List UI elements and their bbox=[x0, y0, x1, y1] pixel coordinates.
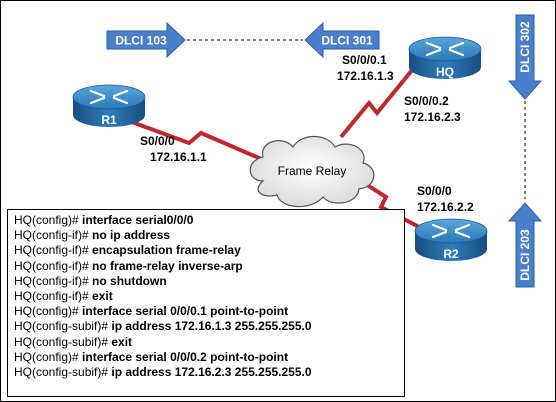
hq-subif2-label: S0/0/0.2 bbox=[404, 94, 449, 108]
config-line: HQ(config-subif)# exit bbox=[14, 335, 404, 350]
config-prompt: HQ(config)# bbox=[14, 304, 83, 319]
config-command: interface serial0/0/0 bbox=[82, 213, 194, 227]
config-line: HQ(config)# interface serial 0/0/0.1 poi… bbox=[14, 304, 404, 319]
frame-relay-cloud: Frame Relay bbox=[249, 135, 375, 208]
dlci-103-label: DLCI 103 bbox=[115, 34, 167, 48]
config-command: encapsulation frame-relay bbox=[92, 243, 241, 258]
config-prompt: HQ(config)# bbox=[14, 349, 83, 364]
config-command: interface serial 0/0/0.1 point-to-point bbox=[82, 304, 289, 319]
config-line: HQ(config-if)# encapsulation frame-relay bbox=[14, 243, 404, 258]
dlci-203-label: DLCI 203 bbox=[518, 229, 532, 281]
config-prompt: HQ(config-subif)# bbox=[14, 319, 112, 334]
config-line: HQ(config-if)# no shutdown bbox=[14, 274, 404, 289]
hq-subif1-ip-label: 172.16.1.3 bbox=[337, 69, 394, 83]
config-command: no ip address bbox=[92, 228, 171, 243]
config-line: HQ(config-if)# exit bbox=[14, 289, 404, 304]
config-prompt: HQ(config-if)# bbox=[14, 243, 93, 258]
config-command: ip address 172.16.1.3 255.255.255.0 bbox=[111, 319, 312, 334]
router-r2: R2 bbox=[414, 218, 488, 261]
frame-relay-label: Frame Relay bbox=[278, 164, 347, 178]
config-line: HQ(config-if)# no frame-relay inverse-ar… bbox=[14, 259, 404, 274]
config-line: HQ(config)# interface serial0/0/0 bbox=[14, 213, 404, 228]
hq-subif1-label: S0/0/0.1 bbox=[342, 53, 387, 67]
config-command: no frame-relay inverse-arp bbox=[92, 258, 243, 273]
config-line: HQ(config-subif)# ip address 172.16.1.3 … bbox=[14, 319, 404, 334]
dlci-302-label: DLCI 302 bbox=[518, 21, 532, 73]
router-arrows-icon bbox=[425, 41, 465, 57]
link-hq-frame-relay bbox=[339, 67, 415, 139]
config-command: interface serial 0/0/0.2 point-to-point bbox=[82, 349, 289, 364]
link-r1-frame-relay bbox=[120, 116, 267, 163]
dlci-103-arrow: DLCI 103 bbox=[106, 21, 186, 59]
config-prompt: HQ(config)# bbox=[14, 213, 83, 227]
config-prompt: HQ(config-subif)# bbox=[14, 365, 112, 380]
dlci-301-arrow: DLCI 301 bbox=[304, 21, 380, 59]
router-hq-name: HQ bbox=[436, 65, 454, 79]
config-command: ip address 172.16.2.3 255.255.255.0 bbox=[111, 365, 312, 380]
router-r2-name: R2 bbox=[443, 247, 459, 261]
config-prompt: HQ(config-if)# bbox=[14, 289, 93, 304]
router-arrows-icon bbox=[89, 89, 129, 105]
router-r1-name: R1 bbox=[101, 113, 117, 127]
hq-subif2-ip-label: 172.16.2.3 bbox=[404, 110, 461, 124]
config-prompt: HQ(config-if)# bbox=[14, 258, 93, 273]
config-prompt: HQ(config-subif)# bbox=[14, 334, 112, 349]
config-prompt: HQ(config-if)# bbox=[14, 228, 93, 243]
r1-ip-label: 172.16.1.1 bbox=[150, 150, 207, 164]
config-command: exit bbox=[92, 289, 113, 304]
r2-ip-label: 172.16.2.2 bbox=[417, 200, 474, 214]
config-line: HQ(config-subif)# ip address 172.16.2.3 … bbox=[14, 365, 404, 380]
router-arrows-icon bbox=[431, 223, 471, 239]
dlci-302-arrow: DLCI 302 bbox=[507, 14, 543, 100]
config-command: exit bbox=[111, 334, 133, 349]
router-r1: R1 bbox=[72, 84, 146, 127]
config-prompt: HQ(config-if)# bbox=[14, 273, 93, 288]
dlci-203-arrow: DLCI 203 bbox=[507, 202, 543, 288]
r1-interface-label: S0/0/0 bbox=[140, 134, 175, 148]
router-hq: HQ bbox=[408, 36, 482, 79]
r2-interface-label: S0/0/0 bbox=[417, 184, 452, 198]
config-line: HQ(config)# interface serial 0/0/0.2 poi… bbox=[14, 350, 404, 365]
config-command: no shutdown bbox=[92, 273, 167, 288]
config-line: HQ(config-if)# no ip address bbox=[14, 228, 404, 243]
dlci-301-label: DLCI 301 bbox=[321, 34, 373, 48]
